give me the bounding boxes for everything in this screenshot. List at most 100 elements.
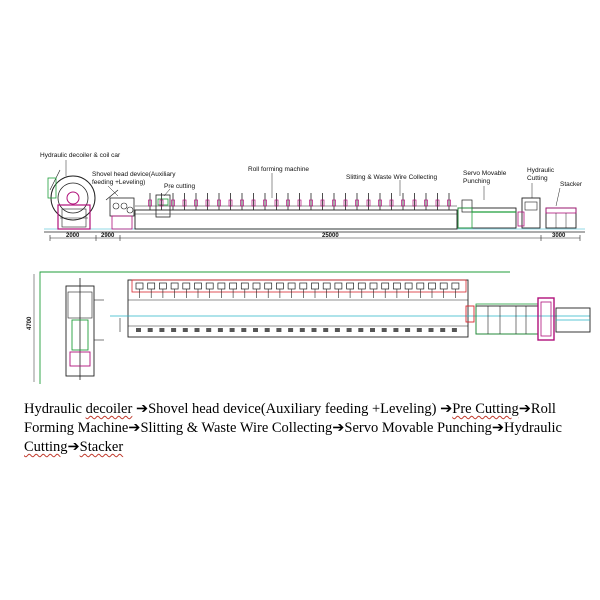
frame-bolt xyxy=(323,328,329,332)
forming-stand xyxy=(309,193,313,210)
caption-flagged-word: decoiler xyxy=(85,401,133,417)
forming-stand xyxy=(286,193,290,210)
caption-text: ➔Roll Forming Machine➔Slitting & Waste W… xyxy=(24,401,562,436)
frame-bolt xyxy=(194,328,200,332)
servo-punching-unit xyxy=(457,199,517,229)
forming-station-plan xyxy=(240,282,249,298)
caption-text: Hydraulic xyxy=(24,401,86,417)
label-decoiler: Hydraulic decoiler & coil car xyxy=(40,152,121,159)
label-pre-cutting: Pre cutting xyxy=(164,183,195,190)
dimension-25000: 25000 xyxy=(322,233,339,239)
forming-station-plan xyxy=(369,282,378,298)
forming-stand xyxy=(297,193,302,210)
frame-bolt xyxy=(159,328,165,332)
punching-plan xyxy=(475,303,539,335)
frame-bolt xyxy=(451,328,457,332)
forming-stand xyxy=(332,193,336,210)
decoiler-plan xyxy=(65,278,104,380)
process-flow-caption: Hydraulic decoiler ➔Shovel head device(A… xyxy=(24,400,580,457)
frame-bolt xyxy=(428,328,434,332)
dimension-lines xyxy=(49,235,581,241)
frame-bolt xyxy=(393,328,399,332)
frame-bolt xyxy=(381,328,387,332)
caption-flagged-word: Stacker xyxy=(79,439,124,455)
decoiler-machine xyxy=(47,169,96,230)
roll-forming-machine xyxy=(134,193,458,230)
forming-station-plan xyxy=(205,282,214,298)
forming-stand xyxy=(412,193,417,210)
caption-text: ➔Shovel head device(Auxiliary feeding +L… xyxy=(132,401,453,417)
forming-station-plan xyxy=(357,282,366,298)
frame-bolt xyxy=(358,328,364,332)
forming-station-plan xyxy=(299,282,308,298)
forming-stand xyxy=(205,193,210,210)
frame-bolt xyxy=(206,328,212,332)
frame-bolt xyxy=(299,328,305,332)
forming-stand xyxy=(182,193,187,210)
forming-stand xyxy=(228,193,233,210)
forming-station-plan xyxy=(287,282,296,298)
forming-stand xyxy=(343,193,348,210)
frame-bolt xyxy=(288,328,294,332)
frame-bolt xyxy=(229,328,235,332)
dimension-2000: 2000 xyxy=(66,233,80,239)
caption-flagged-word: Cutting xyxy=(24,439,68,455)
forming-station-plan xyxy=(428,282,436,298)
forming-station-plan xyxy=(451,282,460,298)
forming-stand xyxy=(274,193,279,210)
forming-station-plan xyxy=(194,282,202,298)
label-servo-punching: Servo Movable Punching xyxy=(463,170,508,185)
frame-bolt xyxy=(370,328,375,332)
frame-bolt xyxy=(241,328,247,332)
frame-bolt xyxy=(311,328,317,332)
forming-stand xyxy=(447,193,451,210)
forming-stand xyxy=(194,193,198,210)
frame-bolt xyxy=(276,328,282,332)
label-hydraulic-cutting: Hydraulic Cutting xyxy=(527,167,556,182)
forming-stand xyxy=(263,193,267,210)
frame-bolt xyxy=(182,328,188,332)
forming-station-plan xyxy=(170,282,179,298)
frame-bolt xyxy=(405,328,411,332)
forming-stand xyxy=(355,193,359,210)
forming-station-plan xyxy=(346,282,354,298)
forming-stand xyxy=(401,193,405,210)
floor-outline xyxy=(39,271,510,384)
dimension-width: 4700 xyxy=(27,316,33,330)
hydraulic-cutting-unit xyxy=(517,197,541,229)
forming-station-plan xyxy=(159,282,167,298)
frame-bolt xyxy=(171,328,177,332)
forming-station-plan xyxy=(217,282,226,298)
forming-station-plan xyxy=(416,282,425,298)
label-roll-forming: Roll forming machine xyxy=(248,166,309,173)
frame-bolt xyxy=(416,328,422,332)
forming-station-plan xyxy=(182,282,191,298)
frame-bolt xyxy=(136,328,141,332)
frame-bolt xyxy=(147,328,153,332)
stacker-unit xyxy=(545,207,577,229)
side-view: Hydraulic decoiler & coil car Shovel hea… xyxy=(40,152,585,241)
forming-stand xyxy=(159,193,164,210)
label-shovel-head: Shovel head device(Auxiliary feeding +Le… xyxy=(92,171,177,186)
forming-stand xyxy=(148,193,152,210)
forming-station-plan xyxy=(252,282,261,298)
frame-bolt xyxy=(334,328,340,332)
forming-station-plan xyxy=(393,282,401,298)
forming-station-plan xyxy=(276,282,284,298)
forming-station-plan xyxy=(264,282,273,298)
frame-bolt xyxy=(217,328,223,332)
forming-stand xyxy=(217,193,221,210)
forming-stand xyxy=(240,193,244,210)
frame-bolt xyxy=(440,328,446,332)
dimension-2900: 2900 xyxy=(101,233,115,239)
roll-forming-plan xyxy=(110,279,590,338)
frame-bolt xyxy=(346,328,352,332)
shovel-head-device xyxy=(105,189,135,230)
top-view: 4700 xyxy=(27,271,591,384)
forming-station-plan xyxy=(311,282,319,298)
forming-stand xyxy=(251,193,256,210)
label-stacker: Stacker xyxy=(560,181,583,188)
forming-station-plan xyxy=(147,282,156,298)
forming-station-plan xyxy=(404,282,413,298)
